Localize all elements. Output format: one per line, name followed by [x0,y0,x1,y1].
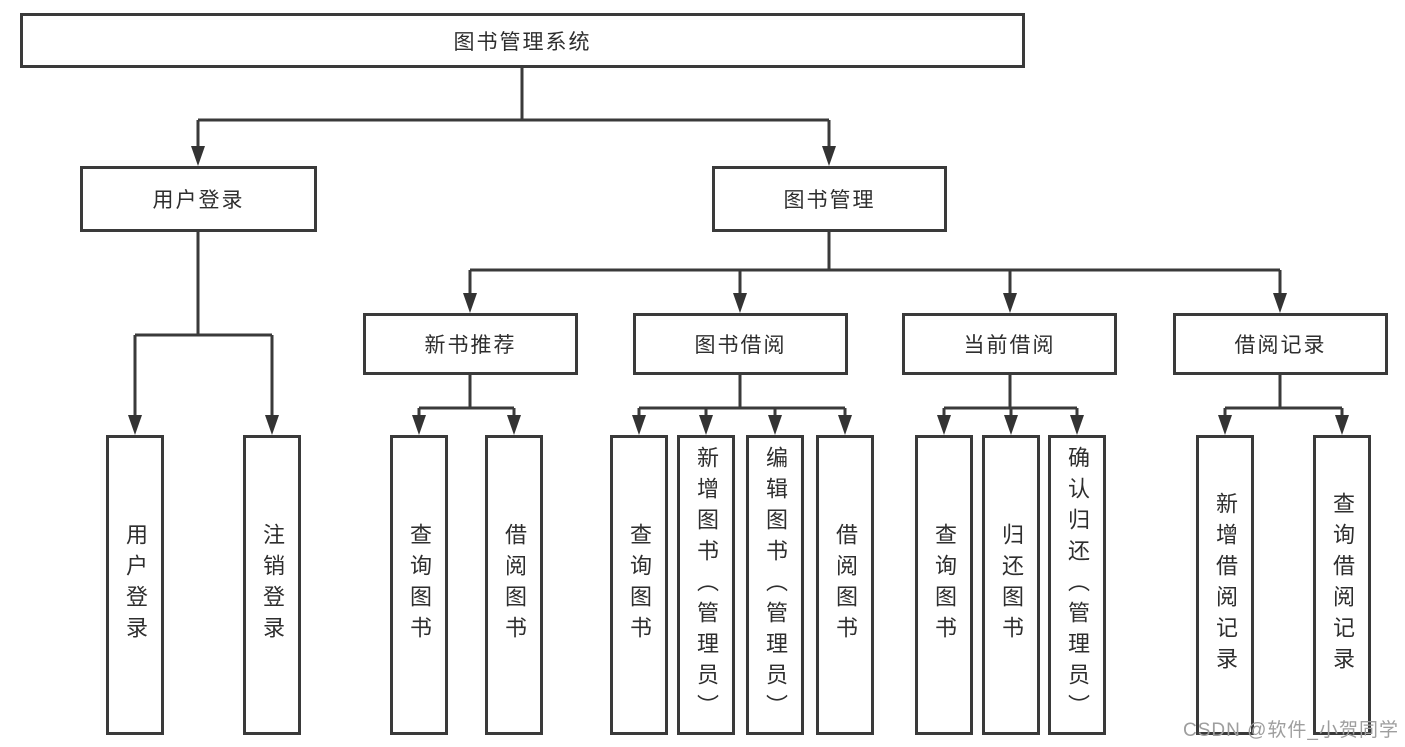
node-label: 当前借阅 [963,334,1056,357]
node-label: 用户登录 [152,189,245,212]
leaf-borrow-books: 借阅图书 [816,435,874,735]
leaf-logout: 注销登录 [243,435,301,735]
leaf-label: 用户登录 [123,523,148,647]
leaf-query-books-borrow: 查询图书 [610,435,668,735]
node-label: 图书管理 [783,189,876,212]
leaf-label: 新增图书（管理员） [694,445,719,725]
leaf-label: 查询图书 [407,523,432,647]
leaf-add-book-admin: 新增图书（管理员） [677,435,735,735]
node-book-management: 图书管理 [712,166,947,232]
leaf-label: 编辑图书（管理员） [763,445,788,725]
leaf-query-borrow-record: 查询借阅记录 [1313,435,1371,735]
leaf-confirm-return-admin: 确认归还（管理员） [1048,435,1106,735]
leaf-label: 注销登录 [260,523,285,647]
leaf-return-books: 归还图书 [982,435,1040,735]
node-current-borrow: 当前借阅 [902,313,1117,375]
leaf-label: 查询借阅记录 [1330,492,1355,678]
node-label: 新书推荐 [424,334,517,357]
watermark: CSDN @软件_小贺同学 [1183,720,1399,741]
node-label: 借阅记录 [1234,334,1327,357]
leaf-label: 借阅图书 [502,523,527,647]
leaf-edit-book-admin: 编辑图书（管理员） [746,435,804,735]
node-book-borrow: 图书借阅 [633,313,848,375]
leaf-label: 借阅图书 [833,523,858,647]
leaf-borrow-books-recommend: 借阅图书 [485,435,543,735]
node-root-label: 图书管理系统 [453,30,592,54]
node-label: 图书借阅 [694,334,787,357]
arrowheads [128,146,1349,435]
leaf-label: 查询图书 [932,523,957,647]
node-root: 图书管理系统 [20,13,1025,68]
leaf-add-borrow-record: 新增借阅记录 [1196,435,1254,735]
node-borrow-records: 借阅记录 [1173,313,1388,375]
leaf-label: 查询图书 [627,523,652,647]
leaf-label: 确认归还（管理员） [1065,445,1090,725]
leaf-label: 新增借阅记录 [1213,492,1238,678]
leaf-query-books-current: 查询图书 [915,435,973,735]
leaf-user-login: 用户登录 [106,435,164,735]
leaf-query-books-recommend: 查询图书 [390,435,448,735]
node-new-book-recommend: 新书推荐 [363,313,578,375]
node-user-login-branch: 用户登录 [80,166,317,232]
leaf-label: 归还图书 [999,523,1024,647]
